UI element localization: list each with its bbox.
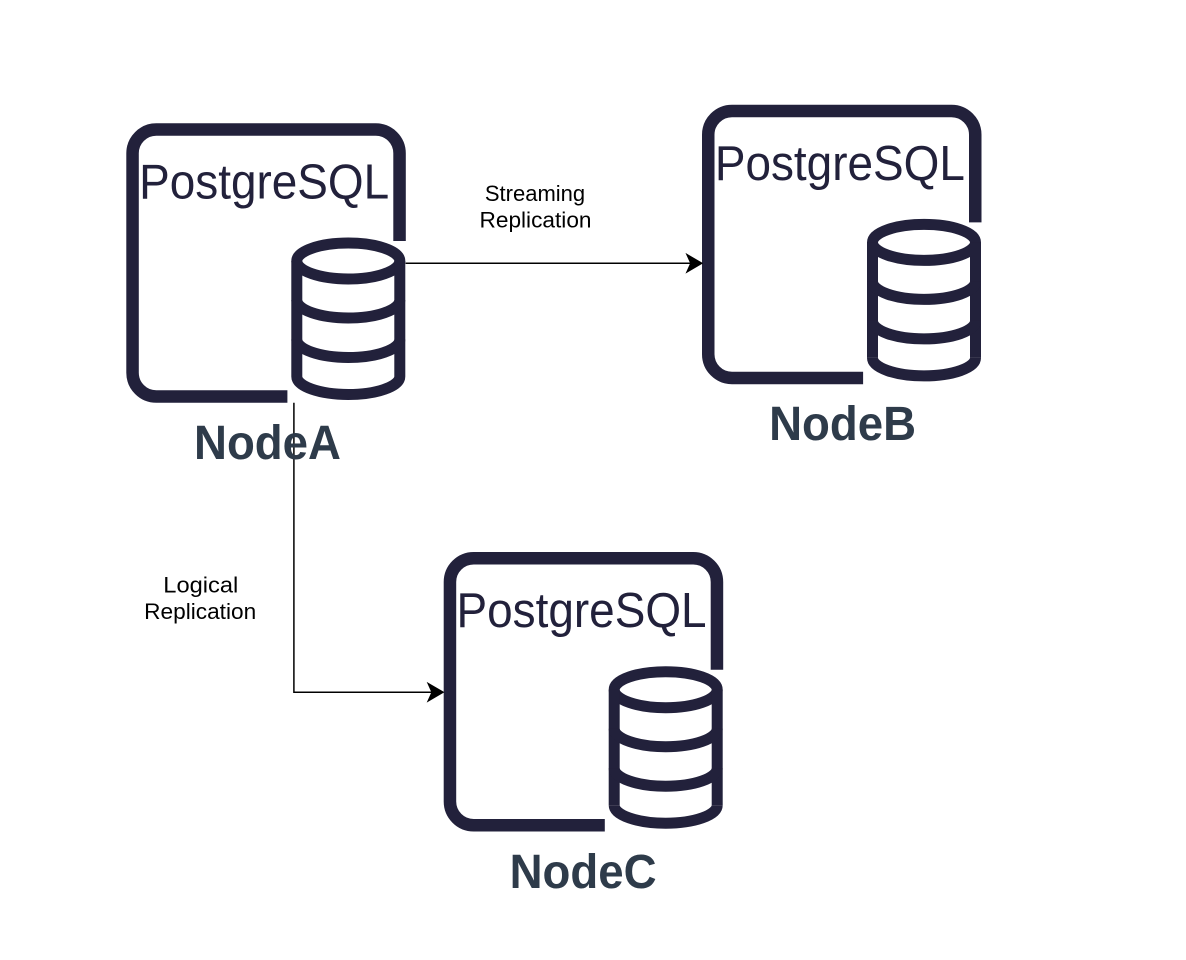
svg-text:Logical: Logical [163, 572, 238, 597]
svg-text:NodeC: NodeC [510, 846, 657, 899]
svg-text:NodeB: NodeB [769, 398, 916, 451]
svg-text:Replication: Replication [144, 599, 256, 624]
svg-text:Streaming: Streaming [485, 181, 585, 206]
svg-text:NodeA: NodeA [194, 417, 341, 470]
svg-text:Replication: Replication [480, 207, 592, 232]
